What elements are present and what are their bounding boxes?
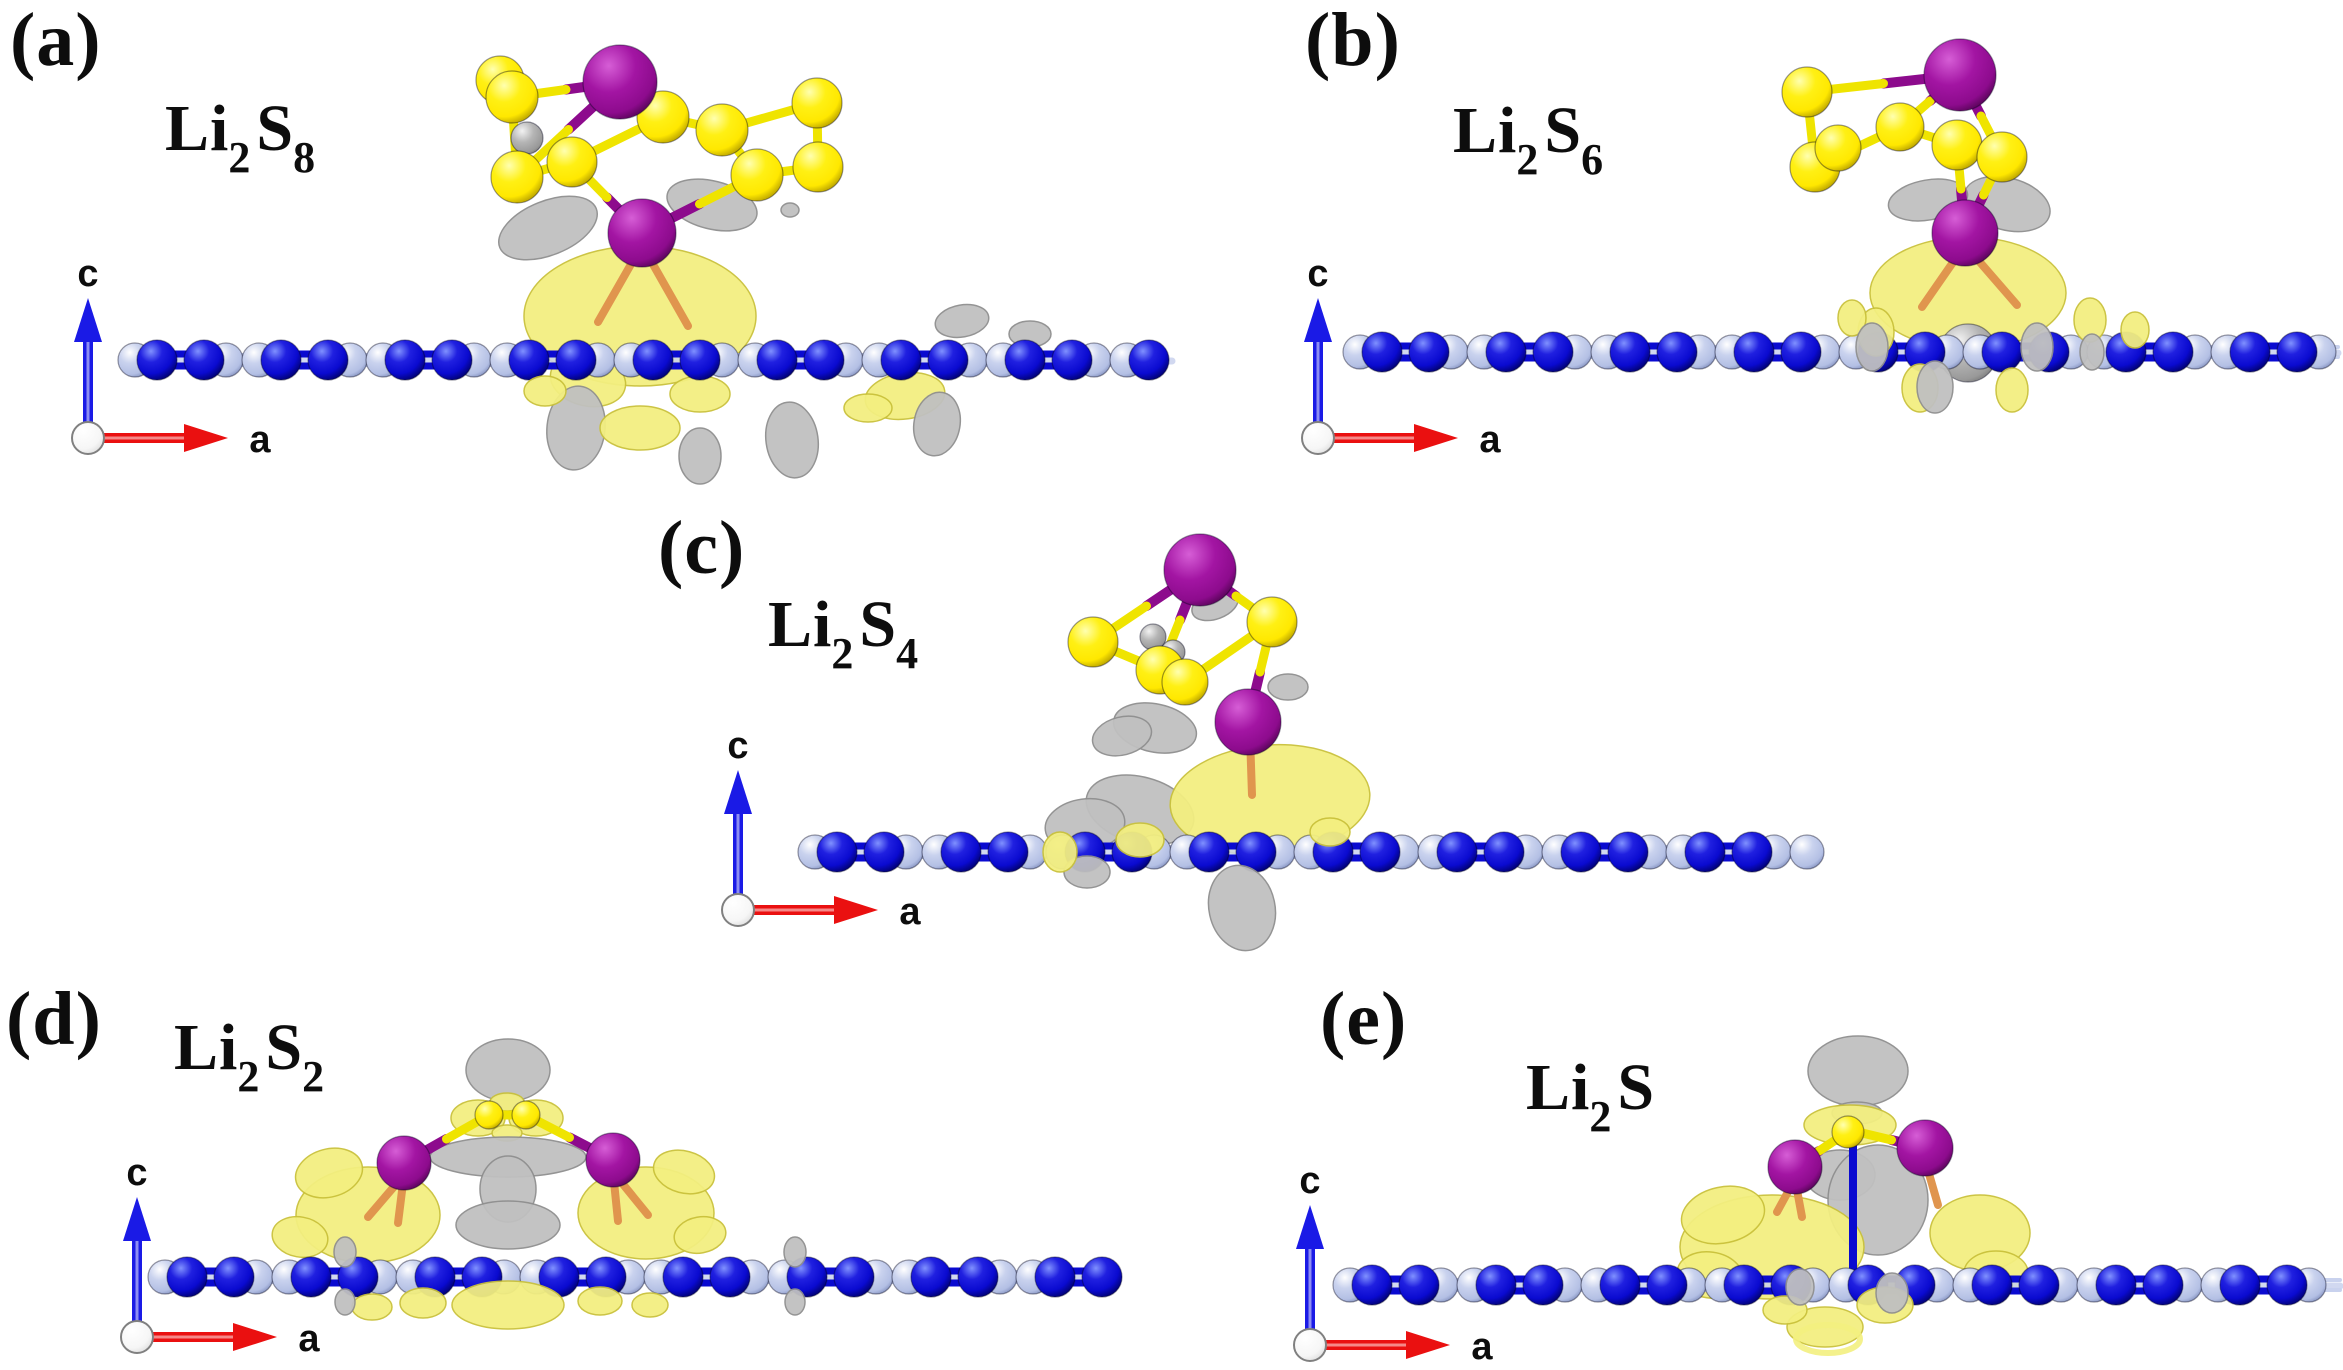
formula-element-symbol: Li xyxy=(174,1011,239,1084)
panel-d-formula: Li2S2 xyxy=(174,1015,330,1099)
isosurface-front-lobes xyxy=(1837,297,2150,414)
panel-b-structure-render: ca xyxy=(1301,38,2342,461)
axis-c-arrow-icon xyxy=(123,1197,151,1241)
formula-element-symbol: Li xyxy=(1453,94,1518,167)
panel-e-formula: Li2S xyxy=(1526,1055,1655,1139)
formula-subscript: 2 xyxy=(831,629,855,678)
axis-origin-sphere xyxy=(721,893,755,927)
axis-a-label: a xyxy=(249,419,271,461)
substrate-chain xyxy=(117,339,1176,381)
formula-subscript: 8 xyxy=(293,133,317,182)
isosurface-front-lobes xyxy=(333,1236,807,1330)
panel-d-structure-render: ca xyxy=(120,1038,1123,1360)
axis-c-arrow-icon xyxy=(724,770,752,814)
axis-a-arrow-icon xyxy=(1414,424,1458,452)
molecule-atoms xyxy=(475,44,844,268)
molecule-atoms xyxy=(1767,1115,1954,1195)
panel-e-structure-render: ca xyxy=(1293,1035,2343,1368)
axis-a-arrow-icon xyxy=(1406,1331,1450,1359)
isosurface-back-lobes xyxy=(271,1038,727,1264)
axis-c-label: c xyxy=(1307,253,1328,295)
axis-c-label: c xyxy=(126,1152,147,1194)
formula-element-symbol: Li xyxy=(768,588,833,661)
panel-a-structure-render: ca xyxy=(71,44,1176,485)
panel-b-formula: Li2S6 xyxy=(1453,98,1609,182)
axis-c-label: c xyxy=(1299,1160,1320,1202)
axis-c-label: c xyxy=(727,725,748,767)
axis-gizmo: ca xyxy=(1293,1160,1493,1368)
axis-origin-sphere xyxy=(1293,1328,1327,1362)
formula-subscript: 6 xyxy=(1581,135,1605,184)
substrate-chain xyxy=(1332,1264,2343,1306)
molecule-atoms xyxy=(1067,533,1298,756)
formula-element-symbol: S xyxy=(859,588,898,661)
substrate-chain xyxy=(1342,331,2342,373)
axis-c-label: c xyxy=(77,253,98,295)
formula-element-symbol: S xyxy=(1617,1051,1656,1124)
isosurface-front-lobes xyxy=(523,375,962,485)
formula-subscript: 2 xyxy=(237,1052,261,1101)
axis-a-arrow-icon xyxy=(233,1323,277,1351)
panel-a-formula: Li2S8 xyxy=(165,96,321,180)
molecule-atoms xyxy=(376,1100,641,1191)
formula-subscript: 2 xyxy=(1516,135,1540,184)
axis-gizmo: ca xyxy=(71,253,271,461)
axis-c-arrow-icon xyxy=(1296,1205,1324,1249)
axis-gizmo: ca xyxy=(1301,253,1501,461)
formula-element-symbol: S xyxy=(256,92,295,165)
formula-element-symbol: S xyxy=(1544,94,1583,167)
axis-gizmo: ca xyxy=(120,1152,320,1360)
substrate-chain xyxy=(147,1256,1123,1298)
axis-a-label: a xyxy=(1479,419,1501,461)
molecule-atoms xyxy=(1781,38,2028,383)
formula-subscript: 2 xyxy=(302,1052,326,1101)
panel-b-label: (b) xyxy=(1305,0,1401,82)
panel-d-label: (d) xyxy=(6,977,102,1061)
panel-c-label: (c) xyxy=(658,506,746,590)
formula-element-symbol: S xyxy=(265,1011,304,1084)
panel-c-structure-render: ca xyxy=(721,533,1825,952)
formula-element-symbol: Li xyxy=(1526,1051,1591,1124)
isosurface-front-lobes xyxy=(1042,817,1351,952)
axis-a-arrow-icon xyxy=(184,424,228,452)
isosurface-front-lobes xyxy=(1762,1268,1914,1356)
formula-subscript: 2 xyxy=(1589,1092,1613,1141)
formula-element-symbol: Li xyxy=(165,92,230,165)
axis-a-arrow-icon xyxy=(834,896,878,924)
axis-a-label: a xyxy=(899,891,921,933)
axis-a-label: a xyxy=(298,1318,320,1360)
axis-c-arrow-icon xyxy=(74,298,102,342)
panel-a-label: (a) xyxy=(10,0,102,82)
axis-gizmo: ca xyxy=(721,725,921,933)
panel-c-formula: Li2S4 xyxy=(768,592,924,676)
panel-e-label: (e) xyxy=(1320,977,1408,1061)
axis-origin-sphere xyxy=(1301,421,1335,455)
axis-origin-sphere xyxy=(71,421,105,455)
formula-subscript: 2 xyxy=(228,133,252,182)
formula-subscript: 4 xyxy=(896,629,920,678)
axis-a-label: a xyxy=(1471,1326,1493,1368)
axis-origin-sphere xyxy=(120,1320,154,1354)
axis-c-arrow-icon xyxy=(1304,298,1332,342)
